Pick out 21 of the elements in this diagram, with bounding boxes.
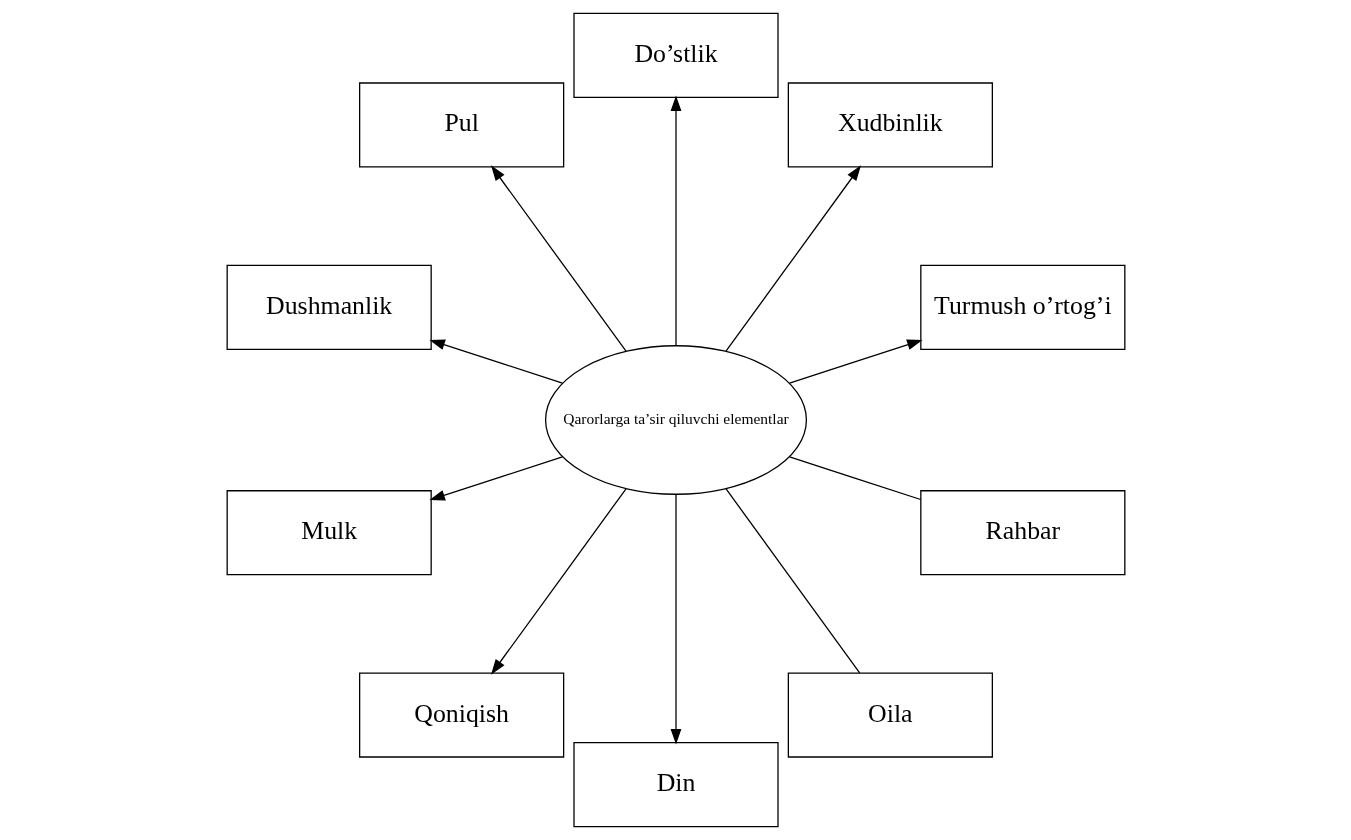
- arrow: [490, 488, 627, 675]
- arrow: [490, 165, 627, 352]
- node-box: Rahbar: [919, 490, 1125, 576]
- node-box: Mulk: [226, 490, 432, 576]
- arrow: [788, 339, 923, 384]
- node-box: Turmush o’rtog’i: [919, 264, 1125, 350]
- connector: [788, 456, 921, 501]
- node-ellipse: Qarorlarga ta’sir qiluvchi elementlar: [544, 345, 807, 495]
- arrow: [724, 165, 861, 352]
- node-box: Xudbinlik: [787, 82, 993, 168]
- arrow: [428, 456, 563, 501]
- node-box: Pul: [358, 82, 564, 168]
- connector: [724, 488, 860, 674]
- node-box: Din: [572, 742, 779, 828]
- arrow: [670, 494, 681, 745]
- node-box: Oila: [787, 672, 993, 758]
- node-box: Dushmanlik: [226, 264, 432, 350]
- node-box: Qoniqish: [358, 672, 564, 758]
- arrow: [670, 95, 681, 346]
- node-box: Do’stlik: [572, 12, 779, 98]
- arrow: [428, 339, 563, 384]
